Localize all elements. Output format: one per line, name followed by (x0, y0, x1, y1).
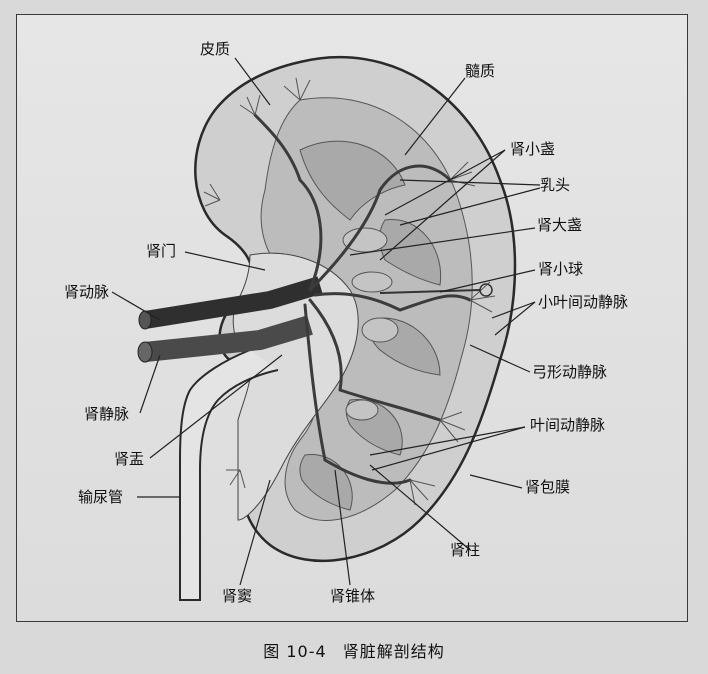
label-major-calyx: 肾大盏 (537, 216, 583, 234)
renal-sinus (232, 252, 359, 521)
label-interlobar-vessels: 叶间动静脉 (530, 416, 606, 434)
label-renal-sinus: 肾窦 (222, 587, 253, 605)
label-glomerulus: 肾小球 (538, 260, 584, 278)
calyx-3 (361, 317, 399, 343)
label-medulla: 髓质 (465, 62, 496, 80)
calyx-4 (345, 399, 379, 421)
label-cortex: 皮质 (200, 40, 231, 58)
glomerulus-detail (379, 283, 493, 297)
ureter (179, 349, 279, 601)
minor-calyx (351, 271, 393, 293)
figure-number: 图 10-4 (263, 642, 327, 661)
label-renal-column: 肾柱 (450, 541, 481, 559)
vessel-branches (253, 113, 472, 485)
leader-lines (111, 57, 541, 586)
label-renal-pelvis: 肾盂 (114, 450, 145, 468)
label-renal-capsule: 肾包膜 (525, 478, 571, 496)
major-calyx (342, 227, 388, 253)
label-renal-artery: 肾动脉 (64, 283, 110, 301)
label-minor-calyx: 肾小盏 (510, 140, 556, 158)
figure-title: 肾脏解剖结构 (342, 642, 445, 661)
label-ureter: 输尿管 (78, 488, 124, 506)
label-arcuate-vessels: 弓形动静脉 (532, 363, 608, 381)
interlobular-vessels (203, 77, 496, 506)
label-renal-pyramid: 肾锥体 (330, 587, 376, 605)
renal-vein (137, 315, 313, 363)
figure-caption: 图 10-4 肾脏解剖结构 (0, 638, 708, 662)
label-renal-vein: 肾静脉 (84, 405, 130, 423)
label-papilla: 乳头 (540, 176, 571, 194)
renal-artery (138, 276, 323, 330)
label-hilum: 肾门 (146, 242, 177, 260)
label-interlobular-vessels: 小叶间动静脉 (538, 293, 629, 311)
